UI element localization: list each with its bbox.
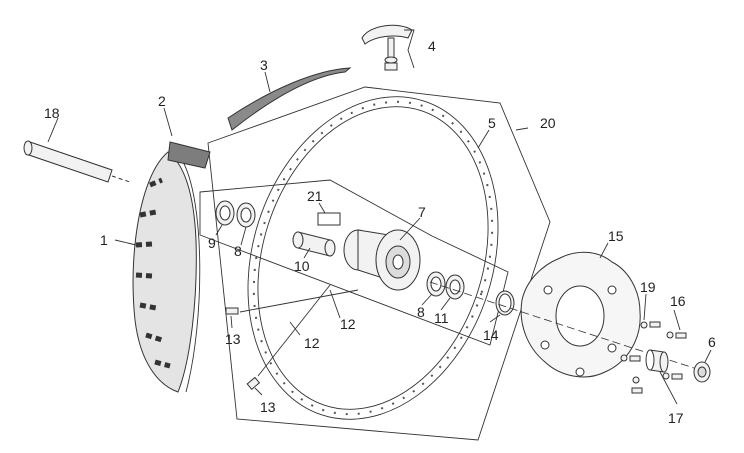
- callout-17: 17: [668, 410, 684, 426]
- oil-seal-11-inner: [449, 279, 461, 295]
- callout-13-upper: 13: [225, 331, 241, 347]
- callout-11: 11: [434, 310, 449, 326]
- callout-1: 1: [100, 232, 108, 248]
- callout-12-lower: 12: [304, 335, 320, 351]
- disc-bolts: [629, 321, 687, 394]
- callout-16: 16: [670, 293, 686, 309]
- callout-6: 6: [708, 334, 716, 350]
- callout-21: 21: [307, 188, 323, 204]
- callout-5: 5: [488, 115, 496, 131]
- rim: [247, 96, 499, 420]
- leader-lines: [47, 71, 712, 405]
- label-tag: [317, 212, 341, 226]
- callout-20: 20: [540, 115, 556, 131]
- tire: [132, 151, 201, 393]
- disc-washers: [620, 321, 674, 384]
- callout-10: 10: [294, 258, 310, 274]
- hub-assembly-outline: [199, 179, 509, 346]
- spoke-nipple-bottom: [246, 376, 261, 390]
- spacer: [292, 231, 336, 257]
- callout-12-upper: 12: [340, 316, 356, 332]
- axle: [23, 140, 131, 183]
- callout-9: 9: [208, 235, 216, 251]
- callout-14: 14: [483, 327, 499, 343]
- hub: [343, 229, 421, 291]
- rim-strip: [167, 141, 211, 169]
- bearing-9-inner: [219, 205, 231, 221]
- rim-lock: [361, 24, 415, 71]
- rim-tape: [227, 67, 352, 131]
- spoke-nipple-top: [225, 307, 239, 315]
- callout-19: 19: [640, 279, 656, 295]
- callout-3: 3: [260, 57, 268, 73]
- callout-18: 18: [44, 105, 60, 121]
- callout-13-lower: 13: [260, 399, 276, 415]
- callout-7: 7: [418, 204, 426, 220]
- callout-15: 15: [608, 228, 624, 244]
- callout-8-right: 8: [417, 304, 425, 320]
- callout-8-left: 8: [234, 243, 242, 259]
- axle-nut: [693, 361, 711, 383]
- bearing-8-left-inner: [240, 207, 252, 223]
- callout-4: 4: [428, 38, 436, 54]
- brake-disc: [520, 251, 641, 378]
- callout-2: 2: [158, 93, 166, 109]
- spokes: [239, 284, 359, 377]
- wheel-assembly-outline: [207, 86, 551, 441]
- disc-side-spacer: [645, 349, 669, 373]
- spacer-ring-14-inner: [498, 293, 512, 313]
